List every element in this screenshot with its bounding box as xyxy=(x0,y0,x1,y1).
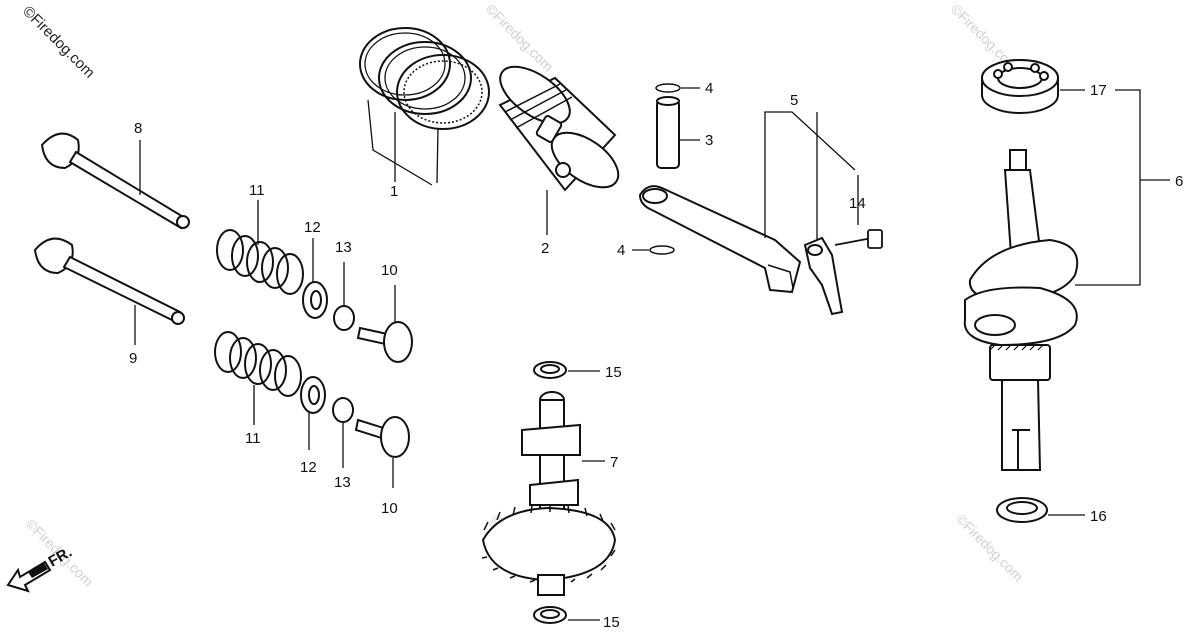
callout-10-upper: 10 xyxy=(381,262,398,279)
valve-tappet-lower xyxy=(354,416,410,458)
callout-13-upper: 13 xyxy=(335,239,352,256)
intake-valve xyxy=(33,237,185,325)
valve-collar-upper xyxy=(333,305,355,331)
spring-retainer-upper xyxy=(302,281,328,319)
callout-5: 5 xyxy=(790,92,798,109)
piston-pin xyxy=(656,96,680,169)
callout-4-top: 4 xyxy=(705,80,713,97)
callout-14: 14 xyxy=(849,195,866,212)
camshaft-washer-top xyxy=(533,361,567,379)
callout-4-bottom: 4 xyxy=(617,242,625,259)
callout-12-upper: 12 xyxy=(304,219,321,236)
callout-13-lower: 13 xyxy=(334,474,351,491)
piston xyxy=(498,65,620,192)
valve-collar-lower xyxy=(332,397,354,423)
valve-tappet-upper xyxy=(356,321,413,363)
callout-3: 3 xyxy=(705,132,713,149)
watermark-main: ©Firedog.com xyxy=(19,3,98,82)
callout-11-lower: 11 xyxy=(245,430,261,447)
piston-pin-clip-top xyxy=(655,83,681,93)
piston-ring-set xyxy=(359,27,490,130)
camshaft-washer-bottom xyxy=(533,606,567,624)
callout-10-lower: 10 xyxy=(381,500,398,517)
valve-spring-upper xyxy=(216,229,304,295)
callout-11-upper: 11 xyxy=(249,182,265,199)
crankshaft xyxy=(963,149,1079,471)
callout-15-top: 15 xyxy=(605,364,622,381)
callout-12-lower: 12 xyxy=(300,459,317,476)
callout-8: 8 xyxy=(134,120,142,137)
callout-6: 6 xyxy=(1175,173,1183,190)
watermark-faint-top: ©Firedog.com xyxy=(483,1,557,75)
callout-9: 9 xyxy=(129,350,137,367)
callout-16: 16 xyxy=(1090,508,1107,525)
callout-15-bottom: 15 xyxy=(603,614,620,631)
front-direction-arrow-icon xyxy=(6,560,52,593)
rod-bolt xyxy=(834,229,883,249)
exhaust-valve xyxy=(40,132,190,230)
crankshaft-seal xyxy=(996,497,1048,523)
callout-2: 2 xyxy=(541,240,549,257)
callout-17: 17 xyxy=(1090,82,1107,99)
rod-cap xyxy=(803,236,844,316)
camshaft xyxy=(481,391,617,596)
ball-bearing xyxy=(981,59,1059,114)
valve-spring-lower xyxy=(214,331,302,397)
piston-pin-clip-bottom xyxy=(649,245,675,255)
callout-1: 1 xyxy=(390,183,398,200)
spring-retainer-lower xyxy=(300,376,326,414)
connecting-rod xyxy=(638,185,802,294)
callout-7: 7 xyxy=(610,454,618,471)
